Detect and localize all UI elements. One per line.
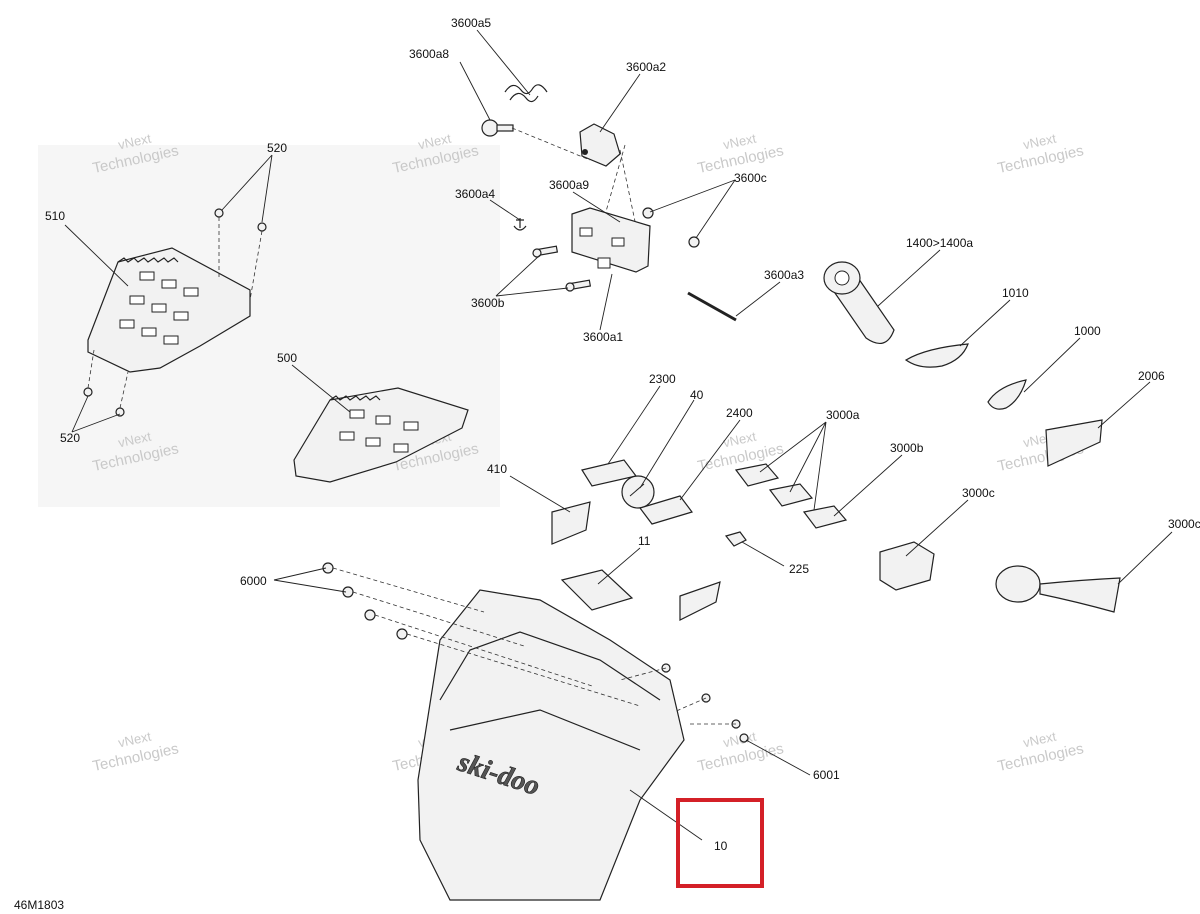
part-3600a2-bracket[interactable] xyxy=(579,123,621,167)
svg-text:vNext: vNext xyxy=(722,429,758,451)
callout-3000a[interactable]: 3000a xyxy=(826,408,860,422)
callout-3000c-1[interactable]: 3000c xyxy=(962,486,995,500)
callout-410[interactable]: 410 xyxy=(487,462,507,476)
leader-lines xyxy=(64,29,1173,841)
part-410-decal[interactable] xyxy=(551,501,591,545)
callout-2300[interactable]: 2300 xyxy=(649,372,676,386)
watermark: vNext Technologies xyxy=(996,729,1085,775)
callout-10[interactable]: 10 xyxy=(714,839,728,853)
watermark: vNext Technologies xyxy=(91,729,180,775)
watermark: vNext Technologies xyxy=(696,429,785,475)
callout-3000c-2[interactable]: 3000c xyxy=(1168,517,1200,531)
part-10-hood[interactable]: ski-doo xyxy=(417,589,685,901)
callout-11[interactable]: 11 xyxy=(638,534,651,548)
part-520-bolts[interactable] xyxy=(83,208,267,417)
part-510-footrest[interactable] xyxy=(87,247,251,373)
part-1400-roll[interactable] xyxy=(823,261,895,345)
callout-3600a9[interactable]: 3600a9 xyxy=(549,178,589,192)
part-225-clip[interactable] xyxy=(724,531,747,547)
part-3000c-mount[interactable] xyxy=(879,541,935,591)
watermark: vNext Technologies xyxy=(996,131,1085,177)
part-6000-nuts[interactable] xyxy=(322,562,408,640)
part-3600a9-plate[interactable] xyxy=(571,207,651,273)
callout-6000[interactable]: 6000 xyxy=(240,574,267,588)
diagram-code: 46M1803 xyxy=(14,898,64,912)
callout-500[interactable]: 500 xyxy=(277,351,297,365)
part-2006-plate[interactable] xyxy=(1045,419,1103,467)
callout-1010[interactable]: 1010 xyxy=(1002,286,1029,300)
svg-text:vNext: vNext xyxy=(117,429,153,451)
watermark: vNext Technologies xyxy=(696,131,785,177)
callout-3600a8[interactable]: 3600a8 xyxy=(409,47,449,61)
svg-text:vNext: vNext xyxy=(417,131,453,153)
callout-2006[interactable]: 2006 xyxy=(1138,369,1165,383)
part-decal-panel[interactable] xyxy=(679,581,721,621)
dashed-alignment xyxy=(87,217,263,409)
part-2400-decal[interactable] xyxy=(639,495,693,525)
callout-520-top[interactable]: 520 xyxy=(267,141,287,155)
callout-3600a2[interactable]: 3600a2 xyxy=(626,60,666,74)
callout-6001[interactable]: 6001 xyxy=(813,768,840,782)
callout-3600a5[interactable]: 3600a5 xyxy=(451,16,491,30)
callout-2400[interactable]: 2400 xyxy=(726,406,753,420)
svg-text:vNext: vNext xyxy=(722,131,758,153)
callout-40[interactable]: 40 xyxy=(690,388,704,402)
highlight-box xyxy=(676,798,764,888)
part-1000-decal[interactable] xyxy=(987,379,1027,410)
callout-3000b[interactable]: 3000b xyxy=(890,441,924,455)
svg-text:vNext: vNext xyxy=(117,131,153,153)
part-3000a-decals[interactable] xyxy=(734,463,848,529)
svg-text:vNext: vNext xyxy=(1022,729,1058,751)
part-3600a3-rod[interactable] xyxy=(687,291,737,322)
callout-labels: 3600a5 3600a8 3600a2 520 3600a9 3600c 36… xyxy=(45,16,1200,853)
svg-text:vNext: vNext xyxy=(117,729,153,751)
callout-3600b[interactable]: 3600b xyxy=(471,296,505,310)
callout-510[interactable]: 510 xyxy=(45,209,65,223)
part-3000c-mirror[interactable] xyxy=(995,565,1121,613)
svg-text:vNext: vNext xyxy=(1022,131,1058,153)
callout-1400[interactable]: 1400>1400a xyxy=(906,236,973,250)
callout-1000[interactable]: 1000 xyxy=(1074,324,1101,338)
callout-3600c[interactable]: 3600c xyxy=(734,171,767,185)
dashed-alignment xyxy=(332,567,736,725)
callout-3600a1[interactable]: 3600a1 xyxy=(583,330,623,344)
part-3600c-nuts[interactable] xyxy=(642,207,700,248)
part-11-decal[interactable] xyxy=(560,569,634,611)
watermark: vNext Technologies xyxy=(696,729,785,775)
callout-520-bottom[interactable]: 520 xyxy=(60,431,80,445)
callout-3600a4[interactable]: 3600a4 xyxy=(455,187,495,201)
part-500-footrest[interactable] xyxy=(293,387,469,483)
part-1010-decal[interactable] xyxy=(904,343,969,368)
part-3600a8-pin[interactable] xyxy=(481,119,514,137)
callout-3600a3[interactable]: 3600a3 xyxy=(764,268,804,282)
callout-225[interactable]: 225 xyxy=(789,562,809,576)
part-3600a5-clip[interactable] xyxy=(504,84,548,103)
part-40-gauge-decal[interactable] xyxy=(621,475,655,509)
part-3600b-screws[interactable] xyxy=(532,245,592,292)
